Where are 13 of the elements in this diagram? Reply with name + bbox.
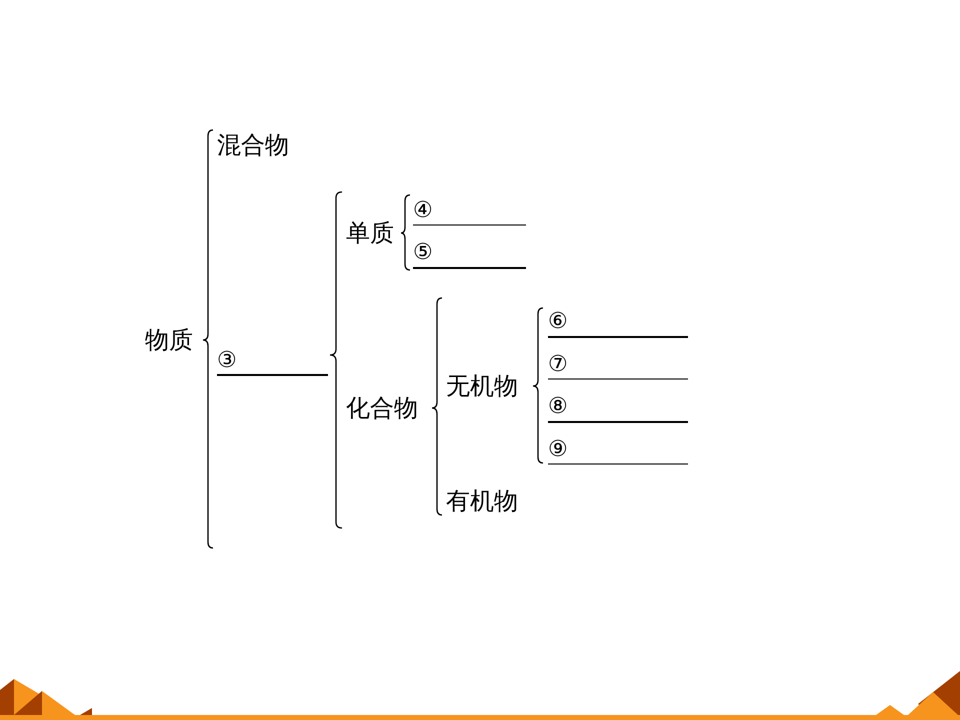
blank-number: ⑥ [548, 311, 568, 333]
category-label: 无机物 [446, 374, 518, 398]
blank-number: ④ [413, 200, 433, 222]
category-label: 单质 [346, 221, 394, 245]
blank-number: ⑦ [548, 354, 568, 376]
blank-number: ⑧ [548, 396, 568, 418]
blank-number: ③ [217, 350, 237, 372]
blank-number: ⑨ [548, 439, 568, 461]
blank-number: ⑤ [413, 242, 433, 264]
category-label: 有机物 [446, 489, 518, 513]
category-label: 混合物 [217, 133, 289, 157]
category-label: 化合物 [346, 396, 418, 420]
category-label: 物质 [145, 328, 193, 352]
